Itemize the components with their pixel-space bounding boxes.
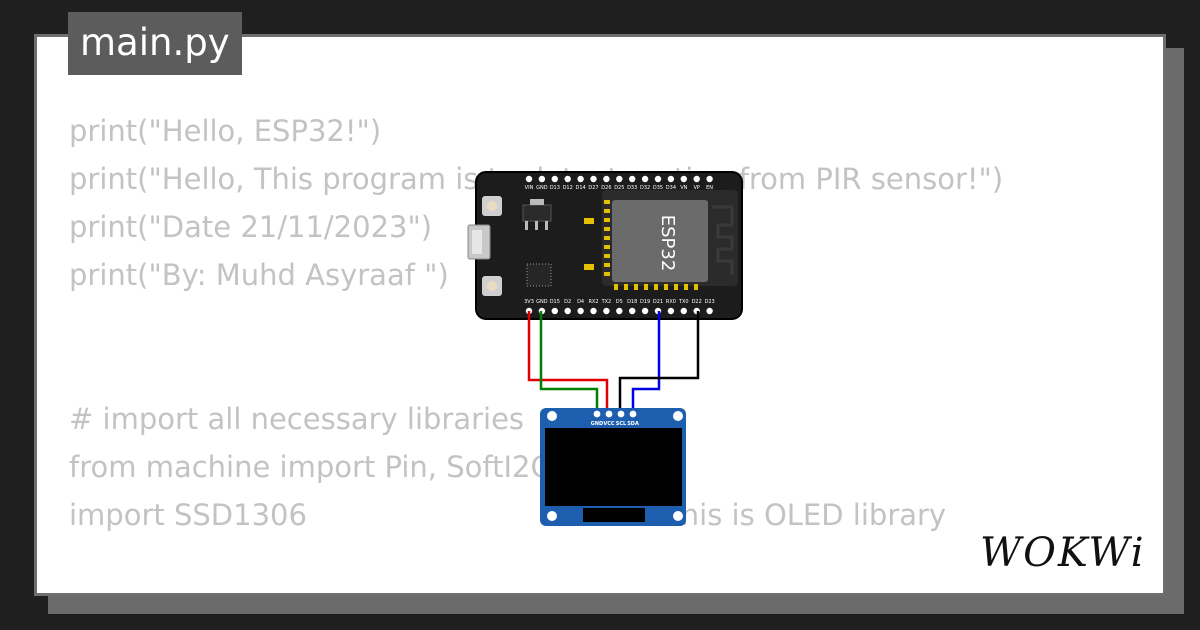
oled-pin-label: SDA bbox=[627, 421, 639, 427]
pin-hole[interactable] bbox=[525, 175, 533, 183]
pin-hole[interactable] bbox=[693, 175, 700, 183]
pin-hole[interactable] bbox=[667, 175, 675, 183]
oled-pin-label: VCC bbox=[603, 421, 615, 427]
wire-black bbox=[618, 311, 700, 412]
code-line: print("Date 21/11/2023") bbox=[69, 210, 433, 244]
pin-hole[interactable] bbox=[667, 307, 675, 315]
oled-pin-label: GND bbox=[591, 421, 603, 427]
pin-hole[interactable] bbox=[564, 307, 571, 315]
pin-label: D12 bbox=[563, 185, 573, 191]
pin-label: D23 bbox=[704, 299, 714, 305]
pin-hole[interactable] bbox=[706, 175, 713, 183]
pin-label: RX2 bbox=[588, 299, 598, 305]
pin-hole[interactable] bbox=[538, 175, 546, 183]
pin-label: D18 bbox=[627, 299, 637, 305]
pin-label: RX0 bbox=[666, 299, 676, 305]
wokwi-logo-text: WOKWi bbox=[980, 530, 1146, 576]
pin-label: EN bbox=[706, 185, 713, 191]
pin-hole[interactable] bbox=[577, 307, 584, 315]
wire-green bbox=[539, 311, 599, 412]
pin-hole[interactable] bbox=[551, 307, 558, 315]
bottom-pin-holes bbox=[525, 307, 713, 315]
pin-label: D4 bbox=[577, 299, 584, 305]
oled-pin[interactable] bbox=[629, 410, 637, 418]
pin-label: VN bbox=[680, 185, 687, 191]
pin-hole[interactable] bbox=[590, 307, 597, 315]
code-line: print("Hello, ESP32!") bbox=[69, 114, 382, 148]
code-line: from machine import Pin, SoftI2C bbox=[69, 450, 551, 484]
code-line: import SSD1306 # This is OLED library bbox=[69, 498, 947, 532]
oled-pin[interactable] bbox=[605, 410, 613, 418]
pin-hole[interactable] bbox=[680, 175, 687, 183]
pin-label: D13 bbox=[550, 185, 560, 191]
pin-label: D26 bbox=[601, 185, 611, 191]
pin-hole[interactable] bbox=[577, 175, 584, 183]
code-line: # import all necessary libraries bbox=[69, 402, 525, 436]
pin-label: D2 bbox=[564, 299, 571, 305]
pin-label: D33 bbox=[627, 185, 637, 191]
wire-blue bbox=[631, 311, 661, 412]
pin-hole[interactable] bbox=[551, 175, 558, 183]
oled-pin[interactable] bbox=[593, 410, 601, 418]
pin-label: D32 bbox=[640, 185, 650, 191]
wokwi-logo: WOKWi bbox=[980, 530, 1146, 576]
pin-label: D19 bbox=[640, 299, 650, 305]
code-line: print("By: Muhd Asyraaf ") bbox=[69, 258, 449, 292]
pin-label: GND bbox=[536, 299, 548, 305]
pin-hole[interactable] bbox=[641, 175, 649, 183]
wire-red bbox=[527, 311, 609, 412]
pin-label: D5 bbox=[616, 299, 623, 305]
oled-pin[interactable] bbox=[617, 410, 625, 418]
pin-label: GND bbox=[536, 185, 548, 191]
pin-label: D21 bbox=[653, 299, 663, 305]
esp32-chip-label: ESP32 bbox=[657, 215, 678, 272]
file-tab[interactable]: main.py bbox=[68, 12, 242, 75]
pin-hole[interactable] bbox=[603, 307, 610, 315]
code-block: print("Hello, ESP32!") print("Hello, Thi… bbox=[69, 107, 1003, 593]
pin-hole[interactable] bbox=[654, 175, 662, 183]
pin-label: VP bbox=[693, 185, 699, 191]
pin-label: TX2 bbox=[601, 299, 612, 305]
pin-hole[interactable] bbox=[616, 175, 623, 183]
pin-hole[interactable] bbox=[629, 307, 636, 315]
pin-hole[interactable] bbox=[564, 175, 571, 183]
pin-hole[interactable] bbox=[706, 307, 713, 315]
pin-hole[interactable] bbox=[680, 307, 687, 315]
pin-hole[interactable] bbox=[629, 175, 636, 183]
pin-label: TX0 bbox=[678, 299, 689, 305]
oled-pin-label: SCL bbox=[616, 421, 627, 427]
pin-label: 3V3 bbox=[524, 299, 534, 305]
pin-label: D27 bbox=[588, 185, 598, 191]
pin-label: D25 bbox=[614, 185, 624, 191]
pin-hole[interactable] bbox=[590, 175, 597, 183]
pin-label: VIN bbox=[525, 185, 534, 191]
pin-hole[interactable] bbox=[603, 175, 610, 183]
pin-label: D14 bbox=[575, 185, 585, 191]
pin-label: D22 bbox=[692, 299, 702, 305]
pin-hole[interactable] bbox=[616, 307, 623, 315]
top-pin-holes bbox=[525, 175, 713, 183]
wires bbox=[527, 311, 700, 412]
pin-label: D34 bbox=[666, 185, 676, 191]
pin-label: D15 bbox=[550, 299, 560, 305]
pin-label: D35 bbox=[653, 185, 663, 191]
pin-hole[interactable] bbox=[641, 307, 649, 315]
